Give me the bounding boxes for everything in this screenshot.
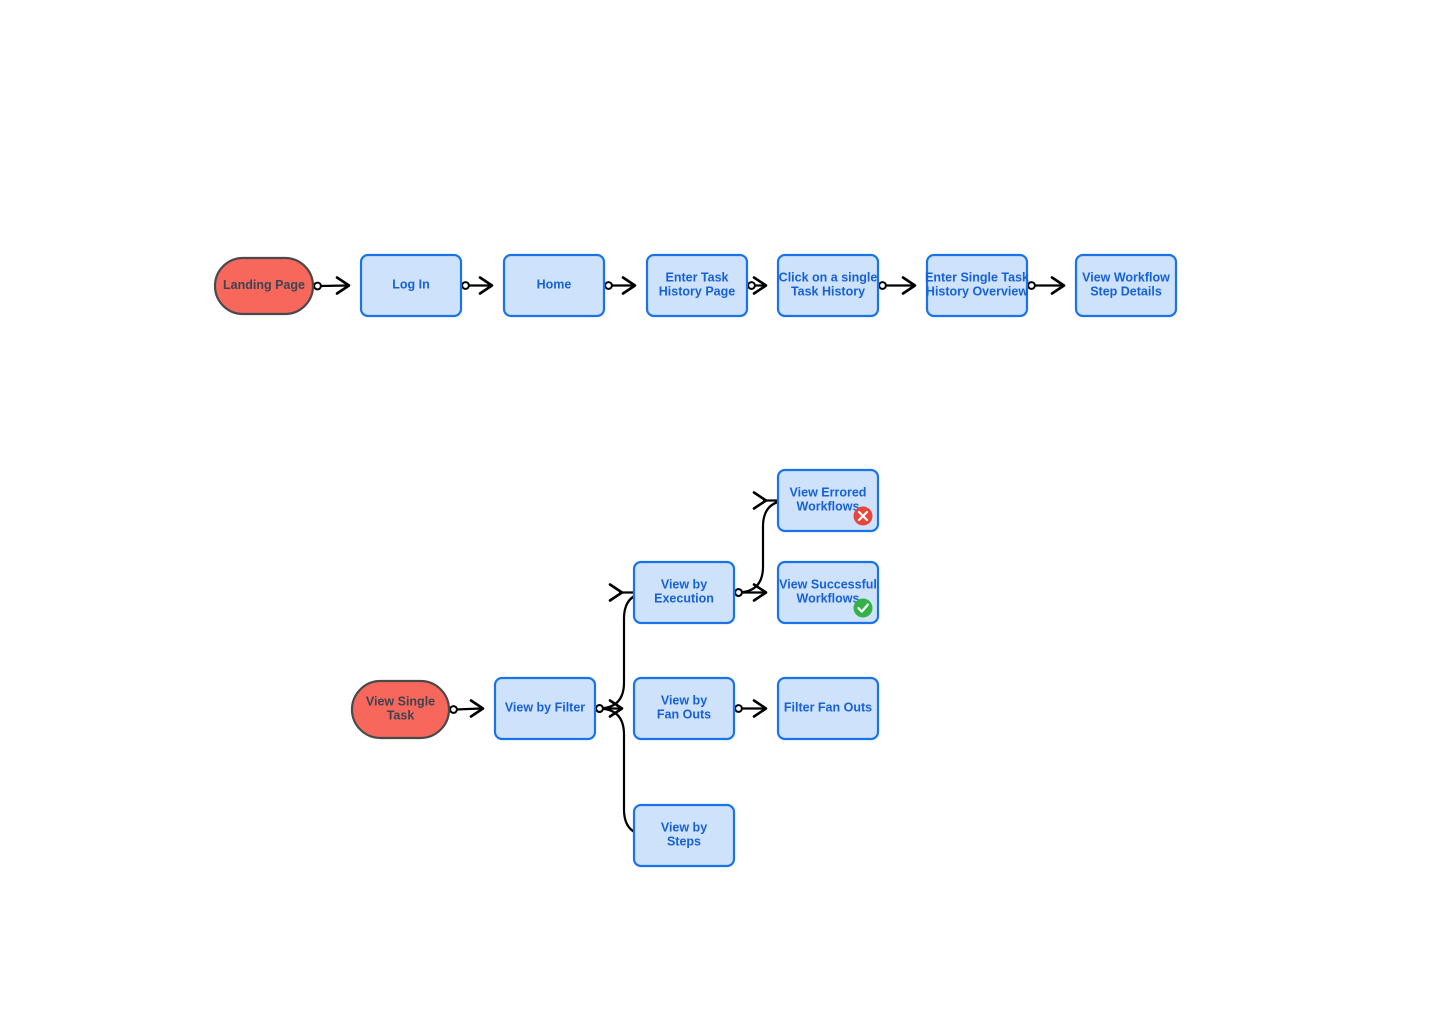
process-shape [632, 803, 736, 868]
process-shape [776, 676, 880, 741]
edge-enter-task-history-page-to-click-single-task-history [747, 276, 768, 295]
node-label: View by Filter [505, 701, 585, 715]
success-check-icon [853, 598, 873, 618]
edge-arrowhead [478, 276, 494, 295]
edge-source-dot [313, 281, 322, 291]
edge-arrowhead [752, 276, 768, 295]
edge-arrowhead [752, 699, 768, 718]
edge-arrowhead [621, 276, 637, 295]
terminal-shape [350, 679, 451, 740]
node-home[interactable]: Home [502, 253, 606, 318]
edge-arrowhead [469, 699, 485, 718]
edge-view-by-fan-outs-to-filter-fan-outs [734, 699, 768, 718]
node-label: Landing Page [223, 278, 305, 292]
edge-layer [313, 276, 1066, 837]
edge-click-single-task-history-to-enter-single-task-overview [878, 276, 917, 295]
edge-source-dot [747, 281, 756, 290]
edge-arrowhead [608, 699, 624, 718]
edge-source-dot [595, 704, 604, 713]
process-shape [776, 560, 880, 625]
edge-source-dot [461, 281, 470, 290]
node-log-in[interactable]: Log In [359, 253, 463, 318]
node-landing-page[interactable]: Landing Page [213, 256, 315, 316]
edge-view-by-execution-to-view-successful-workflows [734, 583, 768, 602]
process-shape [776, 468, 880, 533]
edge-home-to-enter-task-history-page [604, 276, 637, 295]
node-filter-fan-outs[interactable]: Filter Fan Outs [776, 676, 880, 741]
edge-arrowhead [1050, 276, 1066, 295]
edge-source-dot [734, 588, 743, 597]
process-shape [359, 253, 463, 318]
process-shape [632, 560, 736, 625]
edge-arrowhead [752, 583, 768, 602]
terminal-shape [213, 256, 315, 316]
error-circle-icon [853, 506, 873, 526]
edge-arrowhead [901, 276, 917, 295]
process-shape [925, 253, 1029, 318]
process-shape [632, 676, 736, 741]
edge-view-single-task-to-view-by-filter [449, 699, 485, 718]
edge-arrowhead [335, 276, 351, 295]
edge-enter-single-task-overview-to-view-workflow-step-details [1027, 276, 1066, 295]
process-shape [1074, 253, 1178, 318]
node-label: Home [537, 278, 572, 292]
node-label: Log In [392, 278, 430, 292]
edge-landing-page-to-log-in [313, 276, 351, 295]
node-label: Filter Fan Outs [784, 701, 872, 715]
process-shape [645, 253, 749, 318]
process-shape [776, 253, 880, 318]
process-shape [493, 676, 597, 741]
edge-source-dot [1027, 281, 1036, 290]
edge-source-dot [449, 705, 458, 714]
node-view-by-filter[interactable]: View by Filter [493, 676, 597, 741]
edge-source-dot [878, 281, 887, 290]
edge-arrowhead [752, 491, 768, 510]
process-shape [502, 253, 606, 318]
edge-arrowhead [608, 583, 624, 602]
edge-log-in-to-home [461, 276, 494, 295]
edge-source-dot [734, 704, 743, 713]
edge-source-dot [604, 281, 613, 290]
